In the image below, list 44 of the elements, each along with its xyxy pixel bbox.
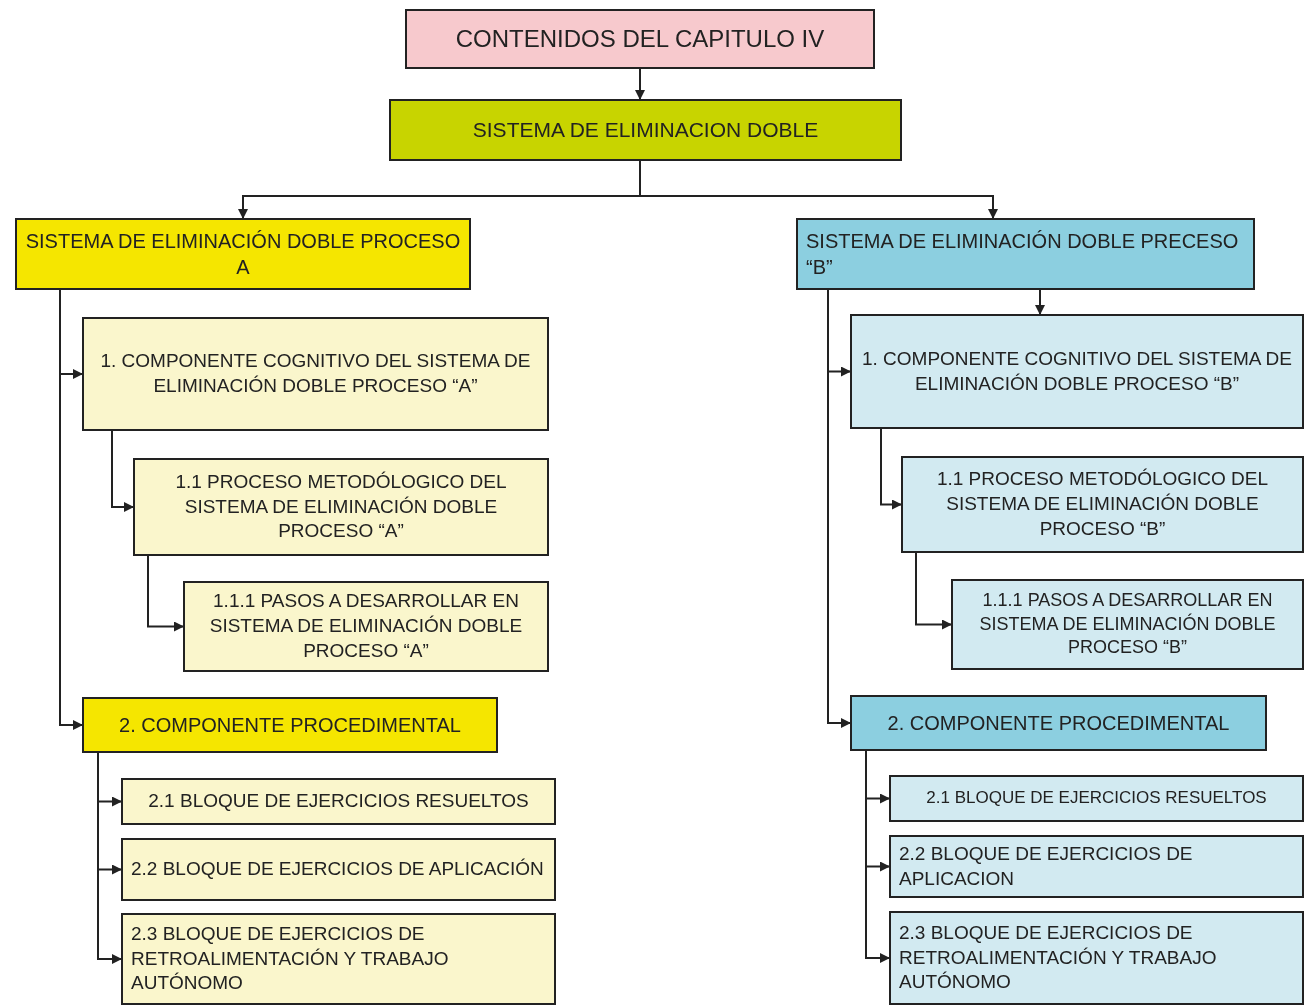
topic-text: 1. COMPONENTE COGNITIVO DEL SISTEMA DE ELIMINACIÓN DOBLE PROCESO “B” bbox=[860, 346, 1293, 396]
topic-box bbox=[121, 778, 556, 825]
topic-text: SISTEMA DE ELIMINACIÓN DOBLE PRECESO “B” bbox=[806, 229, 1240, 280]
topic-text: 2.3 BLOQUE DE EJERCICIOS DE RETROALIMENTACIÓN Y TRABAJO AUTÓNOMO bbox=[131, 921, 450, 996]
connector-arrow bbox=[111, 430, 134, 512]
topic-box bbox=[121, 838, 556, 901]
topic-box bbox=[889, 911, 1304, 1005]
topic-box bbox=[15, 218, 471, 290]
topic-box bbox=[889, 775, 1304, 822]
topic-text: 2. COMPONENTE PROCEDIMENTAL bbox=[887, 711, 1230, 736]
connector-arrow bbox=[865, 750, 890, 963]
topic-box bbox=[183, 581, 549, 672]
topic-text: 2. COMPONENTE PROCEDIMENTAL bbox=[119, 713, 461, 738]
connector-arrow bbox=[97, 752, 122, 964]
topic-box bbox=[389, 99, 902, 161]
topic-text: CONTENIDOS DEL CAPITULO IV bbox=[455, 24, 825, 55]
topic-text: SISTEMA DE ELIMINACION DOBLE bbox=[472, 117, 819, 144]
connector-arrow bbox=[635, 68, 645, 100]
topic-text: 1. COMPONENTE COGNITIVO DEL SISTEMA DE ELIMINACIÓN DOBLE PROCESO “A” bbox=[99, 349, 532, 398]
connector-arrow bbox=[1035, 289, 1045, 315]
topic-text: 1.1 PROCESO METODÓLOGICO DEL SISTEMA DE ELIMINACIÓN DOBLE PROCESO “A” bbox=[174, 469, 508, 544]
topic-text: 1.1.1 PASOS A DESARROLLAR EN SISTEMA DE ELIMINACIÓN DOBLE PROCESO “A” bbox=[208, 589, 524, 663]
connector-arrow bbox=[880, 428, 902, 510]
topic-box bbox=[405, 9, 875, 69]
topic-box bbox=[82, 317, 549, 431]
topic-box bbox=[133, 458, 549, 556]
topic-box bbox=[889, 835, 1304, 898]
topic-box bbox=[796, 218, 1255, 290]
topic-box bbox=[121, 913, 556, 1005]
topic-text: 1.1.1 PASOS A DESARROLLAR EN SISTEMA DE ELIMINACIÓN DOBLE PROCESO “B” bbox=[978, 589, 1277, 660]
topic-box bbox=[82, 697, 498, 753]
topic-text: 2.3 BLOQUE DE EJERCICIOS DE RETROALIMENTACIÓN Y TRABAJO AUTÓNOMO bbox=[899, 920, 1218, 995]
topic-text: SISTEMA DE ELIMINACIÓN DOBLE PROCESO A bbox=[25, 229, 461, 280]
topic-text: 2.1 BLOQUE DE EJERCICIOS RESUELTOS bbox=[926, 787, 1267, 810]
connector-arrow bbox=[915, 552, 952, 630]
topic-box bbox=[850, 314, 1304, 429]
topic-text: 2.2 BLOQUE DE EJERCICIOS DE APLICACION bbox=[899, 841, 1194, 891]
topic-text: 2.1 BLOQUE DE EJERCICIOS RESUELTOS bbox=[148, 789, 529, 814]
topic-box bbox=[951, 579, 1304, 670]
topic-text: 1.1 PROCESO METODÓLOGICO DEL SISTEMA DE ELIMINACIÓN DOBLE PROCESO “B” bbox=[935, 467, 1270, 541]
topic-box bbox=[850, 695, 1267, 751]
connector-arrow bbox=[147, 555, 184, 632]
topic-text: 2.2 BLOQUE DE EJERCICIOS DE APLICACIÓN bbox=[131, 857, 544, 882]
topic-box bbox=[901, 456, 1304, 553]
